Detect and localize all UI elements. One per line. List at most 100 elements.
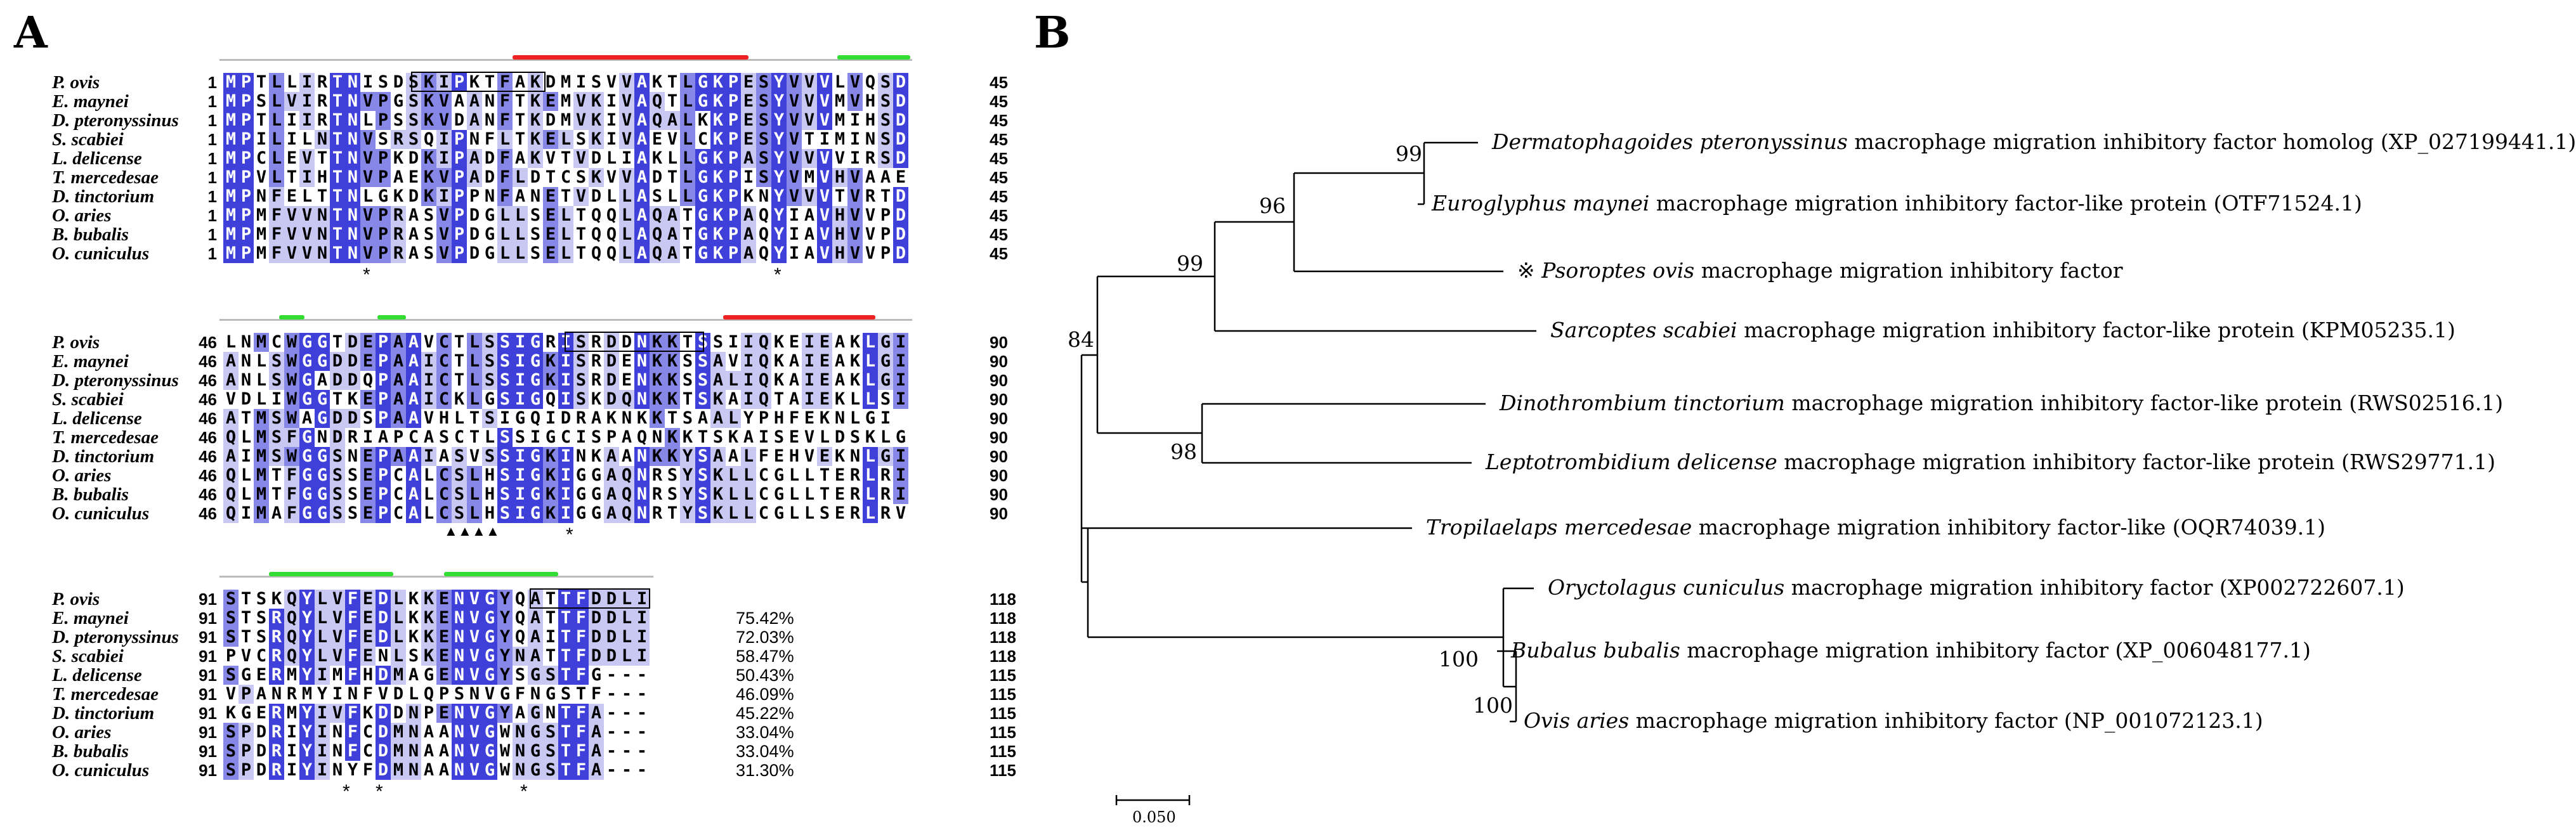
residue: K: [528, 92, 543, 111]
residue: V: [299, 206, 315, 225]
residue: P: [239, 73, 254, 92]
residue: V: [787, 130, 802, 149]
residue: A: [665, 111, 680, 130]
residue: T: [330, 149, 345, 168]
leaf-species: Leptotrombidium delicense: [1486, 450, 1777, 474]
residue: A: [634, 168, 650, 187]
residue: V: [299, 244, 315, 263]
residue: M: [834, 110, 846, 130]
residue: N: [345, 187, 360, 206]
residue: G: [484, 243, 495, 263]
leaf-species: Tropilaelaps mercedesae: [1426, 515, 1692, 540]
residue: K: [528, 149, 543, 168]
residue: V: [787, 92, 802, 111]
residue: I: [788, 205, 800, 225]
residue: D: [469, 243, 480, 263]
residue: T: [804, 129, 815, 149]
residue: T: [560, 148, 572, 168]
residue: T: [514, 129, 526, 149]
residue: K: [710, 73, 726, 92]
residue: L: [513, 244, 528, 263]
residue: S: [423, 224, 435, 244]
residue: D: [484, 167, 495, 187]
residue: N: [315, 244, 330, 263]
residue: K: [421, 168, 436, 187]
residue: H: [832, 244, 847, 263]
residue: K: [710, 206, 726, 225]
leaf-label: Leptotrombidium delicense macrophage mig…: [1486, 450, 2495, 474]
residue: K: [651, 148, 663, 168]
residue: P: [469, 186, 480, 206]
residue: Q: [606, 243, 617, 263]
leaf-label: Dermatophagoides pteronyssinus macrophag…: [1492, 130, 2576, 154]
residue: K: [421, 92, 436, 111]
residue: Q: [650, 92, 665, 111]
leaf-label: Ovis aries macrophage migration inhibito…: [1524, 709, 2263, 733]
bootstrap-value: 99: [1177, 251, 1203, 276]
residue: F: [497, 168, 513, 187]
residue: T: [330, 130, 345, 149]
residue: L: [558, 225, 573, 244]
residue: E: [543, 130, 558, 149]
residue: A: [408, 224, 419, 244]
residue: C: [560, 167, 572, 187]
residue: E: [543, 206, 558, 225]
residue: Y: [771, 130, 787, 149]
residue: P: [726, 225, 741, 244]
panel-b-label: B: [1034, 8, 1071, 58]
residue: M: [223, 206, 239, 225]
bootstrap-value: 100: [1439, 647, 1479, 671]
residue: V: [436, 92, 452, 111]
residue: P: [452, 130, 467, 149]
residue: V: [360, 149, 376, 168]
residue: S: [393, 110, 404, 130]
residue: A: [634, 92, 650, 111]
residue: D: [393, 72, 404, 92]
residue: K: [710, 130, 726, 149]
residue: L: [680, 187, 695, 206]
residue: A: [514, 148, 526, 168]
leaf-label: Dinothrombium tinctorium macrophage migr…: [1500, 391, 2503, 415]
residue: L: [513, 168, 528, 187]
residue: I: [606, 129, 617, 149]
residue: D: [408, 148, 419, 168]
residue: L: [680, 149, 695, 168]
leaf-species: Oryctolagus cuniculus: [1548, 575, 1785, 600]
residue: E: [286, 186, 297, 206]
residue: F: [497, 111, 513, 130]
residue: I: [606, 91, 617, 111]
residue: Y: [771, 187, 787, 206]
residue: L: [834, 72, 846, 92]
residue: A: [665, 206, 680, 225]
residue: V: [817, 187, 832, 206]
leaf-description: macrophage migration inhibitory factor (…: [1784, 575, 2405, 600]
residue: L: [558, 130, 573, 149]
residue: T: [317, 148, 328, 168]
residue: T: [667, 167, 678, 187]
residue: A: [514, 72, 526, 92]
residue: L: [269, 130, 284, 149]
residue: I: [743, 167, 754, 187]
residue: G: [695, 206, 710, 225]
residue: V: [256, 167, 267, 187]
residue: I: [256, 129, 267, 149]
residue: A: [467, 92, 482, 111]
residue: P: [376, 92, 391, 111]
residue: T: [575, 224, 587, 244]
residue: F: [484, 129, 495, 149]
residue: Y: [771, 225, 787, 244]
residue: P: [376, 244, 391, 263]
residue: T: [330, 206, 345, 225]
residue: A: [634, 149, 650, 168]
residue: L: [680, 168, 695, 187]
residue: L: [558, 244, 573, 263]
residue: G: [377, 186, 389, 206]
residue: I: [788, 243, 800, 263]
residue: G: [393, 91, 404, 111]
leaf-species: Euroglyphus maynei: [1432, 191, 1650, 216]
residue: T: [682, 243, 693, 263]
leaf-label: Oryctolagus cuniculus macrophage migrati…: [1548, 576, 2405, 600]
residue: S: [377, 72, 389, 92]
residue: D: [408, 186, 419, 206]
residue: L: [497, 206, 513, 225]
